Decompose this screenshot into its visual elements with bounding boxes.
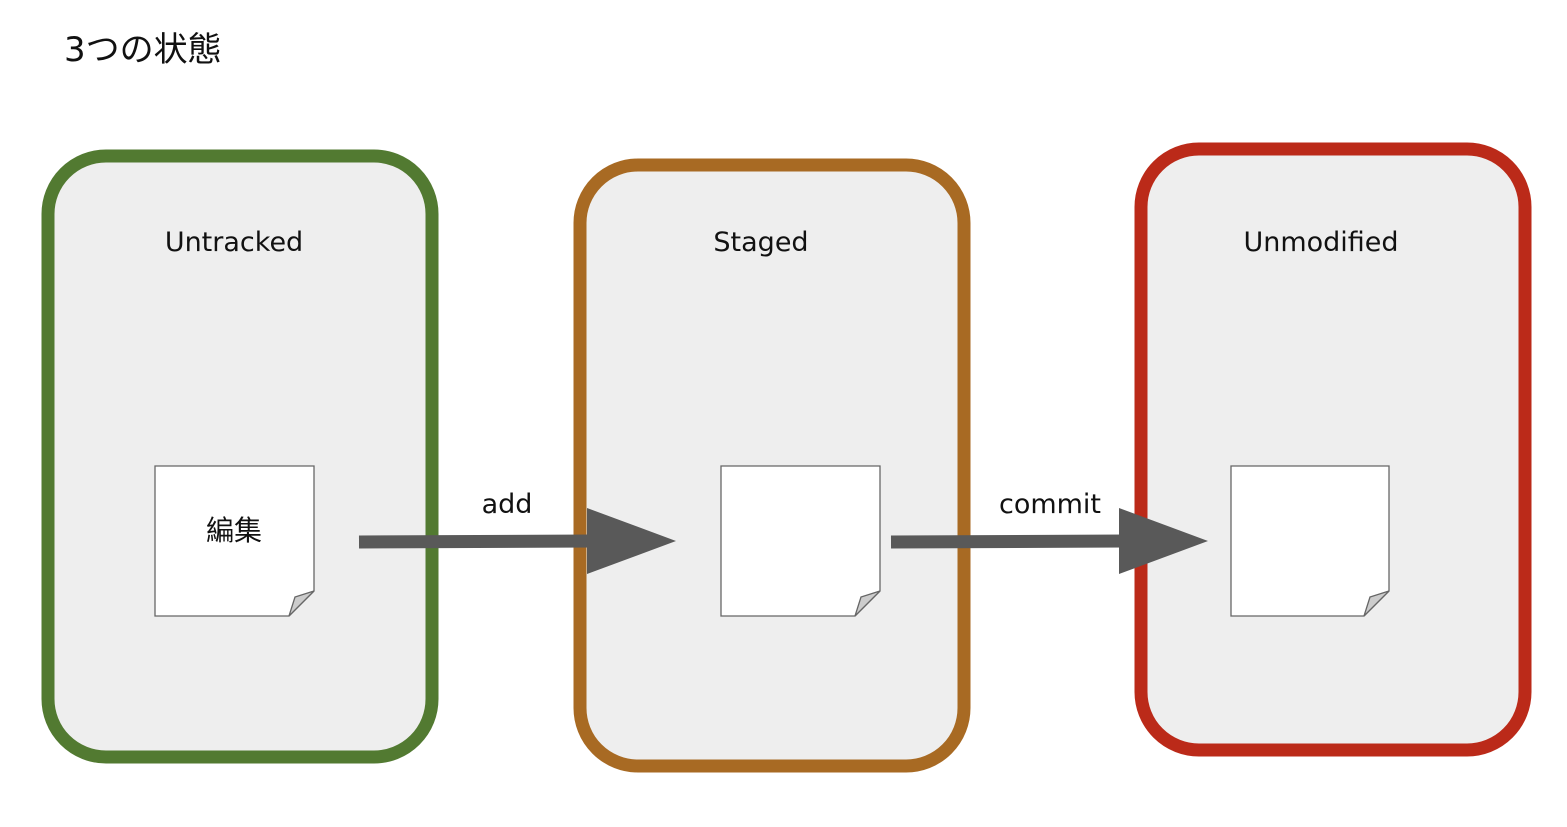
note-file-label: 編集 (206, 514, 262, 547)
transition-add-label: add (482, 489, 533, 520)
note-file-icon (1230, 465, 1390, 617)
note-file-body (1230, 465, 1390, 617)
note-file-icon (720, 465, 881, 617)
state-staged-label: Staged (713, 227, 808, 258)
arrow-head (1119, 508, 1208, 574)
note-file-fold (1363, 590, 1390, 617)
page-title: 3つの状態 (64, 30, 222, 70)
state-unmodified: Unmodified (1134, 142, 1532, 757)
note-file-fold (288, 590, 315, 617)
note-file-body (720, 465, 881, 617)
arrow-right-icon (890, 534, 1128, 549)
arrow-head (587, 508, 676, 574)
state-unmodified-label: Unmodified (1243, 227, 1398, 258)
arrow-right-icon (358, 534, 596, 549)
state-untracked: Untracked (41, 149, 439, 764)
transition-commit-label: commit (999, 489, 1101, 520)
transition-add: add (358, 489, 676, 574)
state-untracked-box (41, 149, 439, 764)
note-file-fold (854, 590, 881, 617)
transition-commit: commit (890, 489, 1208, 574)
state-untracked-label: Untracked (165, 227, 303, 258)
note-file-icon: 編集 (154, 465, 315, 617)
